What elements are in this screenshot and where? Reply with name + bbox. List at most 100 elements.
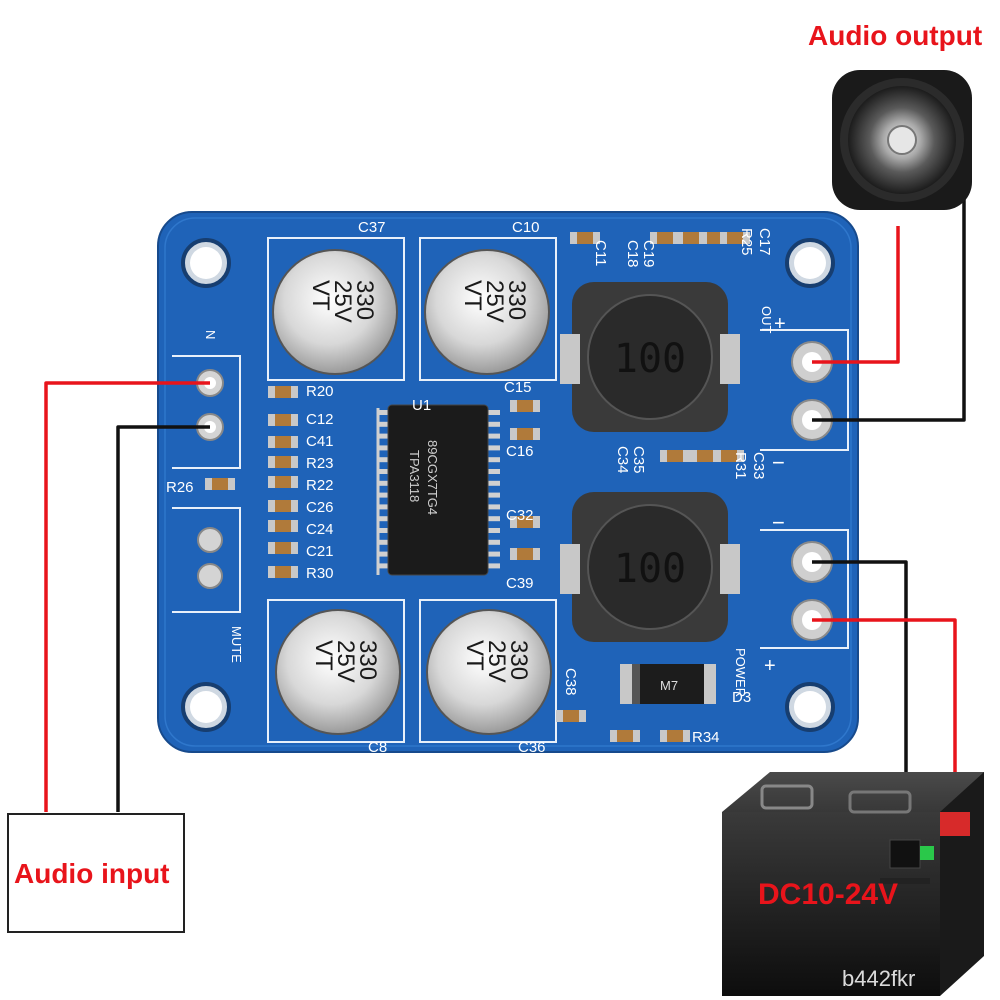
capacitor-marking: 330	[503, 280, 530, 320]
silkscreen-outlines	[172, 237, 849, 743]
inductor-marking: 100	[614, 546, 686, 592]
component-label-c16: C16	[506, 443, 534, 460]
component-label-c17: C17	[756, 228, 773, 256]
smd-part	[268, 566, 298, 578]
smd-part	[676, 232, 706, 244]
smd-part	[268, 542, 298, 554]
chip-pin	[378, 480, 390, 486]
diode-marking: M7	[660, 678, 678, 693]
chip-pin	[488, 433, 500, 439]
chip-pin	[488, 539, 500, 545]
capacitor-marking: VT	[307, 280, 334, 311]
input-red-wire	[44, 381, 210, 812]
chip-pin	[378, 469, 390, 474]
smd-part	[650, 232, 680, 244]
component-label-c18: C18	[624, 240, 641, 268]
silk-plus: +	[764, 655, 776, 677]
amplifier-board	[157, 211, 859, 753]
chip-pin	[488, 504, 500, 510]
capacitor-marking: 330	[351, 280, 378, 320]
chip-marking: TPA3118	[407, 450, 422, 502]
inductor-bottom	[560, 492, 740, 642]
smd-part	[660, 450, 690, 462]
chip-pin	[378, 563, 390, 569]
chip-pin	[378, 516, 390, 522]
capacitor-top-right	[424, 249, 550, 375]
capacitor-bottom-left	[275, 609, 401, 735]
component-label-c12: C12	[306, 411, 334, 428]
component-label-c32: C32	[506, 507, 534, 524]
chip-pin	[378, 410, 390, 415]
capacitor-bottom-right	[426, 609, 552, 735]
component-label-c36: C36	[518, 739, 546, 756]
battery-icon	[722, 772, 984, 996]
chip-pin	[378, 551, 390, 557]
smd-part	[268, 414, 298, 426]
chip-pin	[488, 492, 500, 498]
inductor-top	[560, 282, 740, 432]
mounting-holes	[181, 238, 835, 732]
audio-input-label: Audio input	[14, 858, 170, 889]
smd-part	[690, 450, 720, 462]
chip-marking: 89CGX7TG4	[425, 440, 440, 515]
silk-plus: +	[774, 313, 786, 335]
smd-part	[268, 456, 298, 468]
smd-part	[556, 710, 586, 722]
chip-pin	[488, 516, 500, 522]
chip-pin	[378, 421, 390, 427]
smd-part	[268, 500, 298, 512]
silk-minus: −	[772, 450, 785, 475]
component-label-c19: C19	[640, 240, 657, 268]
component-label-d3: D3	[732, 689, 751, 706]
capacitor-marking: VT	[459, 280, 486, 311]
capacitor-marking: 25V	[329, 280, 356, 323]
chip-pin	[378, 445, 390, 451]
component-label-c10: C10	[512, 219, 540, 236]
chip-pin	[488, 480, 500, 486]
wires	[44, 196, 966, 856]
silk-out: OUT	[759, 306, 774, 334]
smd-part	[510, 400, 540, 412]
capacitor-marking: 330	[505, 640, 532, 680]
smd-part	[510, 548, 540, 560]
component-label-c15: C15	[504, 379, 532, 396]
output-black-wire	[812, 196, 966, 422]
mute-terminal	[197, 527, 223, 589]
output-red-wire	[812, 226, 900, 364]
chip-pin	[488, 551, 500, 557]
component-label-c34: C34	[614, 446, 631, 474]
component-label-r23: R23	[306, 455, 334, 472]
power-black-wire	[812, 560, 908, 856]
component-label-r26: R26	[166, 479, 194, 496]
component-label-c37: C37	[358, 219, 386, 236]
smd-part	[268, 520, 298, 532]
smd-components	[205, 232, 750, 742]
capacitor-top-left	[272, 249, 398, 375]
component-label-r31: R31	[732, 452, 749, 480]
capacitor-marking: 25V	[332, 640, 359, 683]
silk-minus: −	[772, 510, 785, 535]
component-label-c26: C26	[306, 499, 334, 516]
audio-input-box	[7, 813, 185, 933]
chip-pin	[488, 445, 500, 451]
component-label-c8: C8	[368, 739, 387, 756]
smd-part	[570, 232, 600, 244]
chip-pin	[378, 433, 390, 439]
component-label-c11: C11	[592, 240, 609, 266]
silk-n: N	[203, 330, 218, 339]
component-label-c21: C21	[306, 543, 334, 560]
component-label-r25: R25	[738, 228, 755, 256]
chip-pin	[488, 410, 500, 415]
capacitor-marking: VT	[461, 640, 488, 671]
smd-part	[510, 428, 540, 440]
diode	[620, 664, 716, 704]
smd-part	[610, 730, 640, 742]
component-label-r20: R20	[306, 383, 334, 400]
chip-pin	[378, 504, 390, 510]
smd-part	[268, 436, 298, 448]
capacitor-marking: 25V	[481, 280, 508, 323]
component-label-r22: R22	[306, 477, 334, 494]
component-label-c38: C38	[562, 668, 579, 696]
